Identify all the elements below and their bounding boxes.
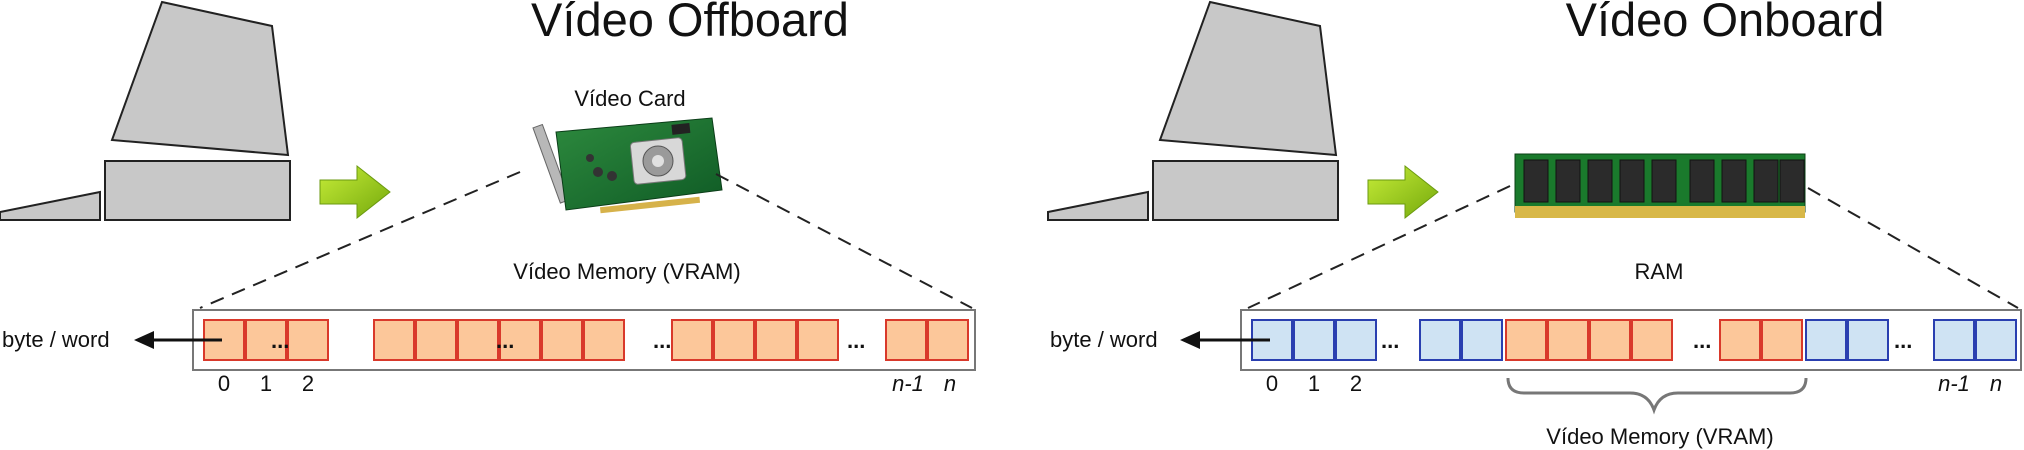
memory-cells <box>1251 319 2017 361</box>
pointer-label: byte / word <box>1050 327 1158 352</box>
index-label: n <box>1990 371 2002 396</box>
ellipsis-1: ... <box>1381 328 1399 353</box>
ellipsis-1: ... <box>271 328 289 353</box>
memory-label: Vídeo Memory (VRAM) <box>513 259 740 284</box>
vram-cell <box>245 319 287 361</box>
left-title: Vídeo Offboard <box>531 0 849 46</box>
vram-cell <box>671 319 713 361</box>
index-label: n <box>944 371 956 396</box>
vram-brace <box>1506 377 1808 415</box>
zoom-line-right <box>715 173 973 309</box>
ram-cell <box>1805 319 1847 361</box>
zoom-line-left <box>1247 185 1511 309</box>
vram-cell <box>373 319 415 361</box>
device-label: Vídeo Card <box>574 86 685 111</box>
ram-cell <box>1419 319 1461 361</box>
ram-module-icon <box>1514 153 1806 218</box>
left-panel: Vídeo Offboard Vídeo Card Ví <box>0 0 976 396</box>
pointer-arrow <box>1180 331 1270 349</box>
zoom-line-right <box>1807 187 2019 309</box>
vram-cell <box>1761 319 1803 361</box>
ram-cell <box>1933 319 1975 361</box>
ellipsis-1: ... <box>496 328 514 353</box>
index-label: 1 <box>260 371 272 396</box>
index-label: 0 <box>218 371 230 396</box>
vram-cell <box>713 319 755 361</box>
vram-cell <box>457 319 499 361</box>
brace-label: Vídeo Memory (VRAM) <box>1546 424 1773 449</box>
ellipsis-3: ... <box>1894 328 1912 353</box>
vram-cell <box>1547 319 1589 361</box>
vram-cell <box>499 319 541 361</box>
video-card-icon <box>532 117 723 214</box>
index-label: 0 <box>1266 371 1278 396</box>
ram-cell <box>1975 319 2017 361</box>
zoom-line-left <box>199 171 521 309</box>
vram-cell <box>927 319 969 361</box>
vram-cell <box>583 319 625 361</box>
ram-cell <box>1461 319 1503 361</box>
vram-cell <box>885 319 927 361</box>
pointer-label: byte / word <box>2 327 110 352</box>
memory-label: RAM <box>1635 259 1684 284</box>
ram-cell <box>1847 319 1889 361</box>
vram-cell <box>287 319 329 361</box>
vram-cell <box>1589 319 1631 361</box>
ram-cell <box>1293 319 1335 361</box>
ellipsis-2: ... <box>1693 328 1711 353</box>
vram-cell <box>797 319 839 361</box>
vram-cell <box>1631 319 1673 361</box>
pointer-arrow <box>134 331 222 349</box>
memory-cells <box>203 319 969 361</box>
ellipsis-2: ... <box>653 328 671 353</box>
vram-cell <box>755 319 797 361</box>
index-label: 2 <box>302 371 314 396</box>
index-label: n-1 <box>892 371 924 396</box>
ellipsis-3: ... <box>847 328 865 353</box>
right-title: Vídeo Onboard <box>1566 0 1885 46</box>
computer-icon <box>0 0 291 221</box>
vram-cell <box>415 319 457 361</box>
vram-cell <box>1719 319 1761 361</box>
right-panel: Vídeo Onboard RAM ... ... ... <box>1047 0 2022 449</box>
arrow-right-icon <box>1367 164 1439 220</box>
ram-cell <box>1335 319 1377 361</box>
index-label: n-1 <box>1938 371 1970 396</box>
computer-icon <box>1047 0 1339 221</box>
vram-cell <box>541 319 583 361</box>
index-label: 1 <box>1308 371 1320 396</box>
arrow-right-icon <box>319 164 391 220</box>
index-label: 2 <box>1350 371 1362 396</box>
vram-cell <box>1505 319 1547 361</box>
